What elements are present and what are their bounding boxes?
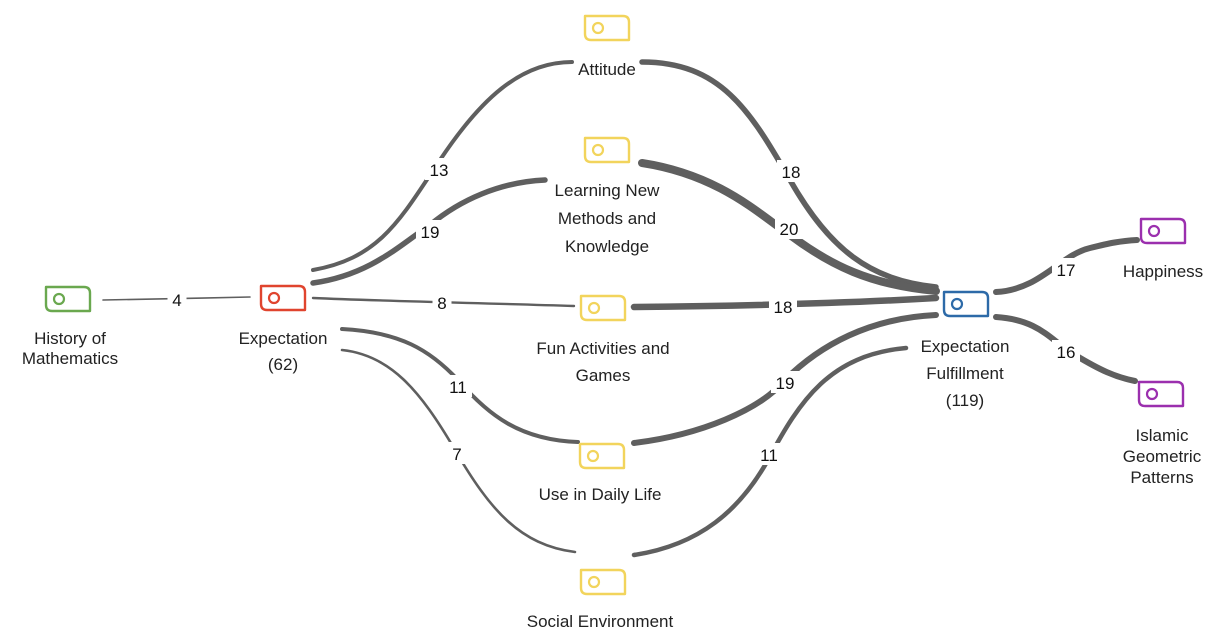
edge-weight-expectation-attitude: 13 <box>425 158 453 180</box>
code-tag-icon <box>1137 380 1185 408</box>
edge-weight-label: 8 <box>437 294 446 313</box>
node-label-line: Fun Activities and <box>536 339 669 358</box>
edge-weight-label: 4 <box>172 291 181 310</box>
edge-weight-expectation-fun: 8 <box>432 291 452 313</box>
edge-weight-daily-fulfillment: 19 <box>771 371 799 393</box>
edge-weight-label: 18 <box>774 298 793 317</box>
node-label-line: Learning New <box>555 181 661 200</box>
node-social[interactable]: Social Environment <box>527 568 674 630</box>
edge-weight-label: 16 <box>1057 343 1076 362</box>
code-tag-icon <box>578 442 626 470</box>
edge-fulfillment-happiness <box>993 237 1140 295</box>
code-tag-icon <box>583 136 631 164</box>
edge-weight-label: 17 <box>1057 261 1076 280</box>
node-label-line: Mathematics <box>22 349 118 368</box>
code-tag-icon <box>579 568 627 596</box>
node-expectation[interactable]: Expectation (62) <box>239 284 328 374</box>
edge-weight-label: 19 <box>776 374 795 393</box>
edge-weight-expectation-daily: 11 <box>444 375 472 397</box>
node-label-line: Social Environment <box>527 612 674 630</box>
node-label-line: Geometric <box>1123 447 1202 466</box>
edge-weight-bg <box>771 371 799 393</box>
edge-weight-fun-fulfillment: 18 <box>769 295 797 317</box>
node-attitude[interactable]: Attitude <box>578 14 636 79</box>
node-label-line: Expectation <box>239 329 328 348</box>
node-label-line: Fulfillment <box>926 364 1004 383</box>
edge-weight-bg <box>425 158 453 180</box>
node-happiness[interactable]: Happiness <box>1123 217 1203 281</box>
edge-weight-bg <box>769 295 797 317</box>
edge-weight-bg <box>1052 258 1080 280</box>
edge-weight-bg <box>167 288 187 310</box>
code-tag-icon <box>583 14 631 42</box>
edge-weight-social-fulfillment: 11 <box>755 443 783 465</box>
edge-weight-label: 20 <box>780 220 799 239</box>
node-label-line: Methods and <box>558 209 656 228</box>
edge-weight-bg <box>416 220 444 242</box>
node-label-line: Attitude <box>578 60 636 79</box>
node-label-line: Happiness <box>1123 262 1203 281</box>
code-tag-icon <box>579 294 627 322</box>
edge-weight-bg <box>447 442 467 464</box>
edge-weight-label: 13 <box>430 161 449 180</box>
edge-weight-expectation-learning: 19 <box>416 220 444 242</box>
edge-weight-label: 11 <box>760 446 778 465</box>
node-daily[interactable]: Use in Daily Life <box>539 442 662 504</box>
edge-weight-attitude-fulfillment: 18 <box>777 160 805 182</box>
nodes-layer: History ofMathematicsExpectation(62)Atti… <box>22 14 1203 630</box>
code-tag-icon <box>259 284 307 312</box>
node-label-line: Knowledge <box>565 237 649 256</box>
edge-weight-label: 18 <box>782 163 801 182</box>
edge-weight-label: 19 <box>421 223 440 242</box>
node-label-line: Expectation <box>921 337 1010 356</box>
edge-weight-bg <box>444 375 472 397</box>
edge-weight-bg <box>1052 340 1080 362</box>
edge-weight-fulfillment-happiness: 17 <box>1052 258 1080 280</box>
node-label-line: History of <box>34 329 106 348</box>
edge-weight-learning-fulfillment: 20 <box>775 217 803 239</box>
edge-weight-bg <box>432 291 452 313</box>
edge-weight-bg <box>777 160 805 182</box>
edge-weight-label: 7 <box>452 445 461 464</box>
edge-weight-bg <box>755 443 783 465</box>
node-label-line: Islamic <box>1136 426 1189 445</box>
code-tag-icon <box>1139 217 1187 245</box>
node-label-line: Games <box>576 366 631 385</box>
edge-weights-layer: 4 13 19 8 11 7 18 20 18 19 11 17 16 <box>167 158 1080 465</box>
edge-weight-bg <box>775 217 803 239</box>
node-label-line: (62) <box>268 355 298 374</box>
node-label-line: Patterns <box>1130 468 1193 487</box>
edge-weight-expectation-social: 7 <box>447 442 467 464</box>
edge-weight-label: 11 <box>449 378 467 397</box>
node-label-line: (119) <box>946 391 984 410</box>
code-tag-icon <box>44 285 92 313</box>
edge-weight-fulfillment-islamic: 16 <box>1052 340 1080 362</box>
node-label-line: Use in Daily Life <box>539 485 662 504</box>
edge-weight-history-expectation: 4 <box>167 288 187 310</box>
code-tag-icon <box>942 290 990 318</box>
